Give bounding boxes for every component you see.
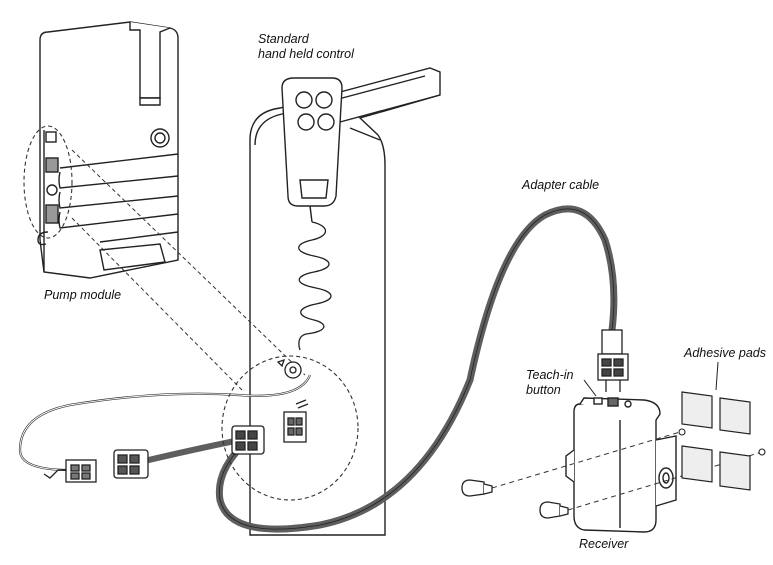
- callout-line-top: [71, 149, 306, 376]
- pump-module-label: Pump module: [44, 288, 122, 302]
- receiver-label: Receiver: [579, 537, 629, 551]
- control-button-1: [295, 91, 313, 109]
- adhesive-pads-label: Adhesive pads: [684, 346, 767, 360]
- end-connector: [43, 459, 97, 483]
- teach-in-label-line2: button: [526, 383, 561, 397]
- pump-module: [37, 21, 179, 279]
- adhesive-pads-leader: [715, 361, 719, 391]
- adhesive-pad-4: [719, 451, 751, 491]
- standard-control-label-line2: hand held control: [258, 47, 354, 61]
- center-callout-circle: [221, 355, 359, 501]
- adhesive-pad-2: [719, 397, 751, 435]
- bed-panel: [249, 67, 441, 536]
- coiled-cord: [298, 221, 332, 351]
- pump-callout-circle: [23, 125, 73, 239]
- mid-connector: [113, 449, 149, 479]
- screw-path-left: [491, 431, 681, 489]
- center-connector: [231, 425, 265, 455]
- bed-socket: [283, 399, 309, 443]
- cable-clip: [276, 358, 302, 379]
- teach-in-button-shape: [593, 397, 603, 405]
- adapter-connector: [597, 329, 629, 392]
- screw-left: [461, 479, 493, 497]
- receiver: [565, 397, 677, 533]
- adapter-cable-label: Adapter cable: [522, 178, 600, 192]
- control-button-3: [297, 113, 315, 131]
- standard-control-label-line1: Standard: [258, 32, 309, 46]
- screw-path-right: [567, 451, 763, 511]
- extension-cable: [139, 437, 241, 465]
- screw-right: [539, 501, 569, 519]
- callout-line-bottom: [71, 217, 243, 391]
- adhesive-pad-3: [681, 445, 713, 483]
- control-button-4: [317, 113, 335, 131]
- control-button-2: [315, 91, 333, 109]
- adhesive-pad-1: [681, 391, 713, 429]
- hand-held-control: [281, 77, 343, 223]
- teach-in-label-line1: Teach-in: [526, 368, 574, 382]
- teach-in-leader: [583, 379, 597, 397]
- adhesive-pads: [681, 391, 751, 491]
